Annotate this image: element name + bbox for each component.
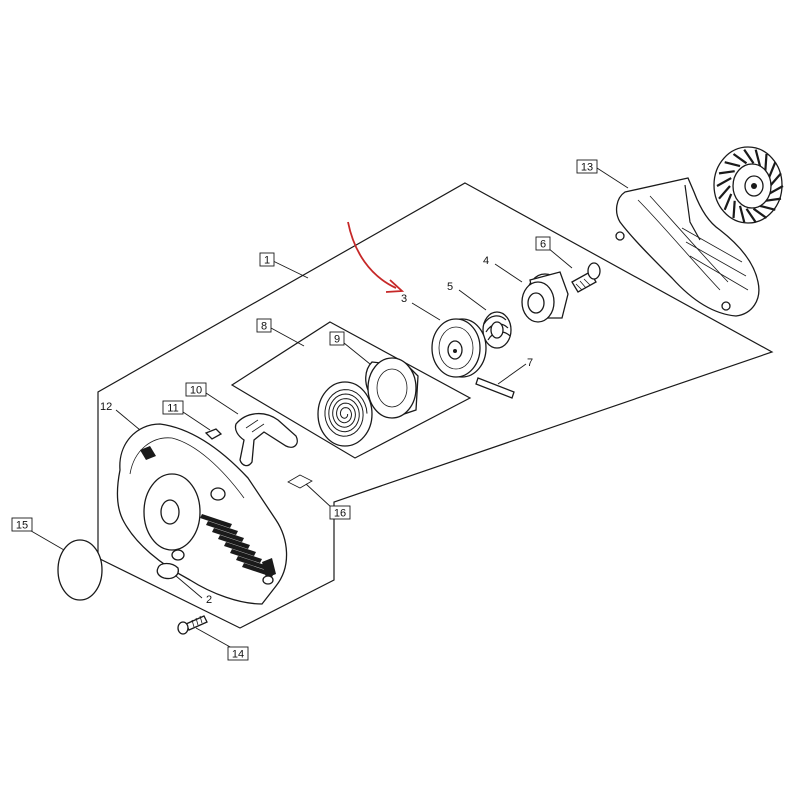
curved-arrow-icon [347, 221, 405, 293]
handle-part-2 [156, 562, 179, 580]
callout-15: 15 [11, 517, 33, 532]
spring-spiral [324, 389, 368, 437]
pawl-part-10 [234, 413, 298, 467]
svg-text:11: 11 [167, 403, 178, 415]
cover-vent-slot [212, 528, 244, 542]
fan-housing-part-13 [615, 177, 760, 317]
flywheel-fin [716, 177, 732, 187]
recoil-spring-part-9 [317, 357, 419, 447]
flywheel-fin [732, 153, 748, 165]
callout-4: 4 [483, 255, 489, 267]
callout-1: 1 [259, 252, 275, 267]
svg-text:9: 9 [334, 334, 340, 346]
svg-text:10: 10 [190, 385, 202, 397]
hub-part-4 [521, 271, 569, 323]
cover-vent-slot [236, 556, 268, 570]
callout-2: 2 [206, 594, 212, 606]
cover-vent-slot [218, 535, 250, 549]
svg-text:13: 13 [581, 162, 593, 174]
svg-text:15: 15 [16, 520, 28, 532]
flywheel-fin [765, 197, 782, 202]
shaft-part-7 [475, 377, 515, 399]
decal-16 [287, 474, 313, 489]
svg-text:14: 14 [232, 649, 244, 661]
callout-7: 7 [527, 357, 533, 369]
callout-13: 13 [576, 159, 598, 174]
callout-5: 5 [447, 281, 453, 293]
flywheel-fin [738, 205, 746, 223]
washer-part-11 [204, 428, 223, 440]
callout-6: 6 [535, 236, 551, 251]
flywheel-fin [759, 204, 776, 211]
flywheel [713, 146, 784, 224]
flywheel-fin [764, 153, 768, 172]
spring-part-5 [482, 311, 512, 349]
svg-text:7: 7 [527, 357, 533, 369]
callout-12: 12 [100, 401, 112, 413]
flywheel-fin [718, 170, 735, 175]
svg-text:16: 16 [334, 508, 346, 520]
callout-3: 3 [401, 293, 407, 305]
cover-vent-slot [206, 521, 238, 535]
callout-9: 9 [329, 331, 345, 346]
flywheel-fin [752, 207, 768, 219]
flywheel-fin [732, 200, 736, 219]
flywheel-fin [768, 185, 784, 195]
callout-14: 14 [227, 646, 249, 661]
callout-11: 11 [162, 400, 184, 415]
cover-vent-slot [230, 549, 262, 563]
flywheel-fin [769, 172, 782, 187]
flywheel-fin [723, 193, 733, 211]
svg-text:2: 2 [206, 594, 212, 606]
svg-text:12: 12 [100, 401, 112, 413]
svg-text:5: 5 [447, 281, 453, 293]
bolt-part-6 [571, 262, 601, 293]
svg-text:6: 6 [540, 239, 546, 251]
svg-text:1: 1 [264, 255, 270, 267]
assembly-frame-outer [97, 182, 774, 629]
flywheel-fin [754, 149, 762, 167]
svg-text:3: 3 [401, 293, 407, 305]
flywheel-fin [767, 161, 777, 179]
cover-vent-slot [200, 514, 232, 528]
svg-text:8: 8 [261, 321, 267, 333]
flywheel-fin [724, 161, 741, 168]
callout-10: 10 [185, 382, 207, 397]
assembly-frame-pawl-group [230, 321, 472, 459]
screw-part-14 [177, 615, 208, 635]
disc-part-15 [57, 539, 103, 601]
flywheel-fin [743, 148, 755, 164]
svg-text:4: 4 [483, 255, 489, 267]
flywheel-fin [718, 185, 731, 200]
starter-cover-part-12 [116, 423, 288, 605]
pulley-part-3 [431, 318, 487, 378]
flywheel-fin [745, 208, 757, 224]
cover-vent-slot [224, 542, 256, 556]
leader-lines [25, 167, 629, 649]
callout-16: 16 [329, 505, 351, 520]
callout-8: 8 [256, 318, 272, 333]
